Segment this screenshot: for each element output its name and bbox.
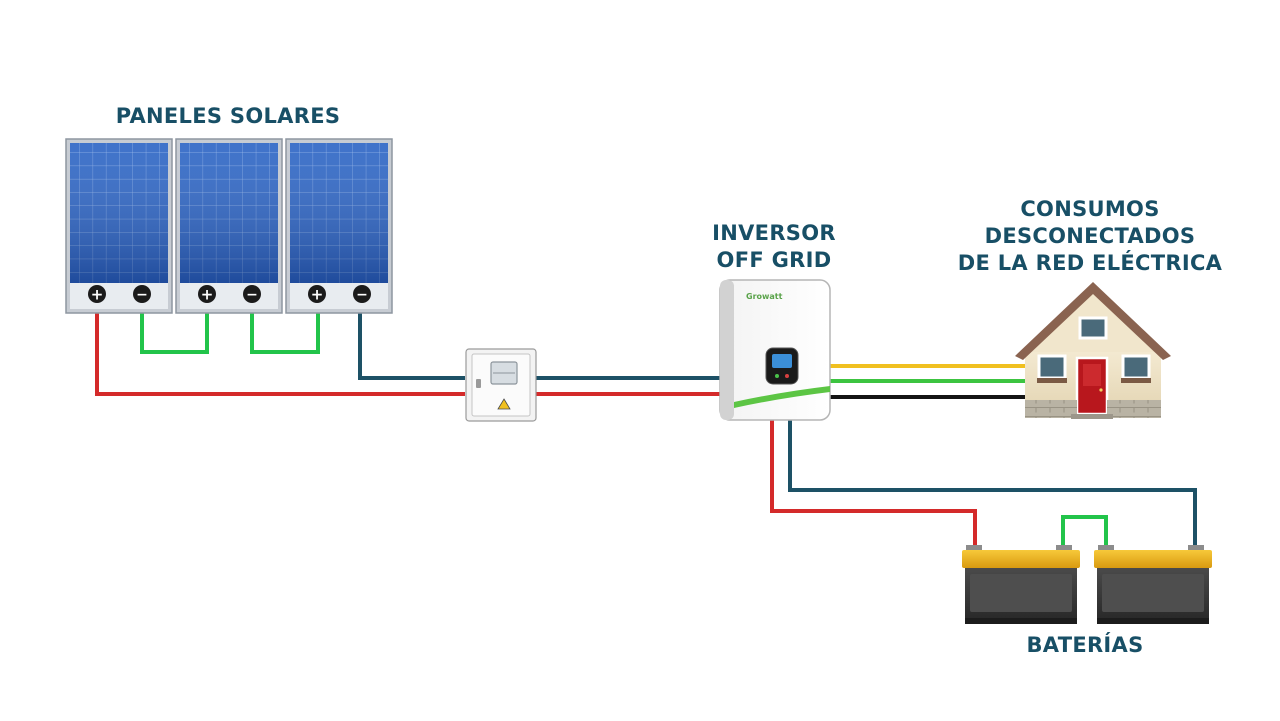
svg-text:−: − [356,287,368,303]
inverter-label-line1: INVERSOR [712,221,836,245]
batteries [962,545,1212,624]
house-window-right [1121,354,1151,380]
inverter-label-line2: OFF GRID [716,248,832,272]
solar-panels-title: PANELES SOLARES [115,104,341,128]
panel-positive-terminal-icon [308,285,326,303]
inverter-brand-logo: Growatt [746,292,783,301]
svg-text:+: + [201,286,214,304]
svg-text:−: − [246,287,258,303]
wire-battery-negative [788,420,1197,548]
warning-icon [497,398,511,410]
batteries-title: BATERÍAS [1026,633,1144,657]
panel-negative-terminal-icon [243,285,261,303]
house [1015,282,1171,419]
inverter-led-icon [775,374,779,378]
house-window-left [1037,354,1067,380]
svg-text:+: + [311,286,324,304]
panel-positive-terminal-icon [198,285,216,303]
wire-panels-negative [358,313,465,380]
inverter-accent-stripe [734,386,830,408]
solar-panel-2: + − [175,138,283,314]
wires [95,313,1197,548]
svg-text:+: + [91,286,104,304]
loads-label-line3: DE LA RED ELÉCTRICA [957,251,1223,275]
svg-text:−: − [136,287,148,303]
house-attic-window [1078,316,1108,340]
wire-panels-positive [95,313,465,396]
loads-label-line2: DESCONECTADOS [984,224,1196,248]
wire-battery-positive [770,420,977,548]
solar-panels: + − + − + − [65,138,393,314]
battery-1 [962,545,1080,624]
panel-negative-terminal-icon [133,285,151,303]
batteries-label: BATERÍAS [990,632,1180,659]
inverter: Growatt [719,279,831,421]
solar-panel-1: + − [65,138,173,314]
loads-label-line1: CONSUMOS [1020,197,1160,221]
combiner-box [465,348,537,422]
solar-panels-label: PANELES SOLARES [70,103,386,130]
offgrid-loads-label: CONSUMOS DESCONECTADOS DE LA RED ELÉCTRI… [930,196,1250,277]
wire-series-link-1 [140,313,209,354]
wire-series-link-2 [250,313,320,354]
battery-2 [1094,545,1212,624]
panel-positive-terminal-icon [88,285,106,303]
wire-battery-series-link [1061,515,1108,548]
inverter-label: INVERSOR OFF GRID [684,220,864,274]
house-roof [1015,282,1171,360]
panel-negative-terminal-icon [353,285,371,303]
solar-panel-3: + − [285,138,393,314]
box-lock-icon [476,379,481,388]
